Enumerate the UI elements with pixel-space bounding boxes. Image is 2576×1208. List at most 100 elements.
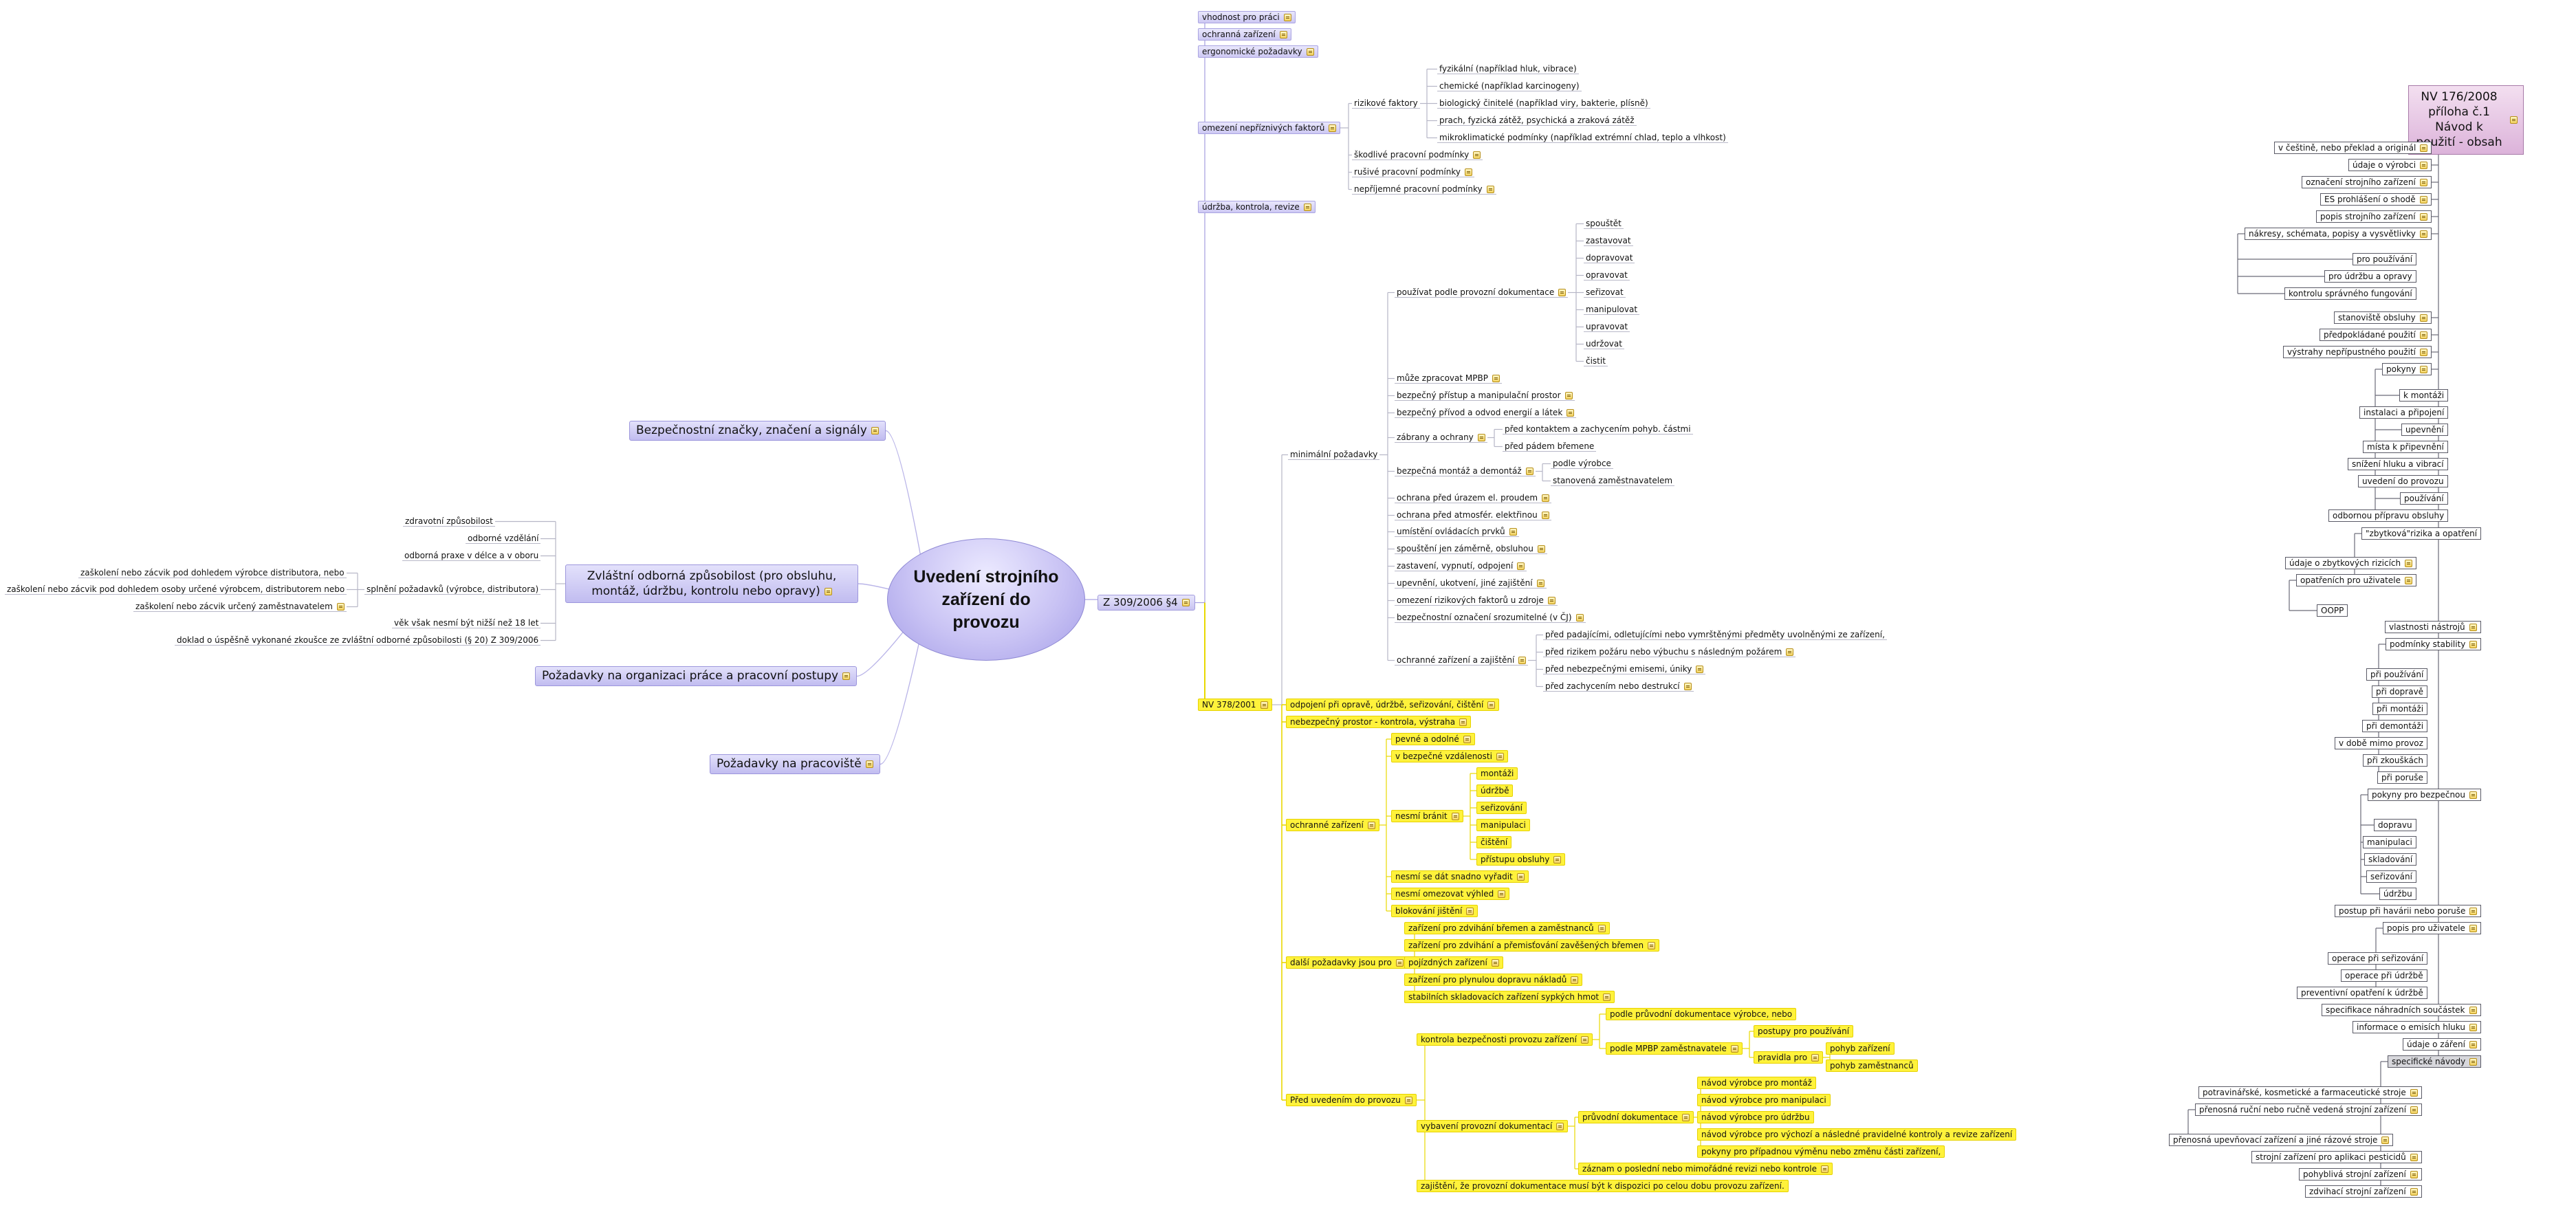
node-zarizeni-pro-zdvihani-a-premistovani-zav[interactable]: zařízení pro zdvihání a přemisťování zav… — [1404, 939, 1660, 952]
note-icon[interactable] — [1517, 562, 1525, 570]
note-icon[interactable] — [2419, 230, 2427, 238]
note-icon[interactable] — [1451, 813, 1459, 820]
note-icon[interactable] — [1516, 873, 1525, 881]
node-pohyb-zamestnancu[interactable]: pohyb zaměstnanců — [1826, 1059, 1918, 1072]
note-icon[interactable] — [2419, 196, 2427, 204]
node-manipulaci[interactable]: manipulaci — [1476, 819, 1530, 831]
node-stabilnich-skladovacich-zarizeni-sypkych[interactable]: stabilních skladovacích zařízení sypkých… — [1404, 991, 1615, 1003]
node-preventivni-opatreni-k-udrzbe[interactable]: preventivní opatření k údržbě — [2297, 987, 2427, 999]
note-icon[interactable] — [2420, 349, 2428, 356]
note-icon[interactable] — [2469, 1007, 2477, 1014]
node-odbornou-pripravu-obsluhy[interactable]: odbornou přípravu obsluhy — [2328, 509, 2449, 522]
node-potravinarske-kosmeticke-a-farmaceuticke[interactable]: potravinářské, kosmetické a farmaceutick… — [2198, 1086, 2422, 1099]
node-chemicke-napriklad-karcinogeny[interactable]: chemické (například karcinogeny) — [1437, 81, 1582, 91]
node-ochranne-zarizeni[interactable]: ochranné zařízení — [1286, 819, 1379, 831]
central-topic[interactable]: Uvedení strojního zařízení do provozu — [887, 538, 1085, 661]
note-icon[interactable] — [2469, 641, 2478, 648]
node-k-montazi[interactable]: k montáži — [2399, 389, 2449, 402]
node-zabrany-a-ochrany[interactable]: zábrany a ochrany — [1395, 432, 1487, 443]
note-icon[interactable] — [1279, 31, 1287, 39]
node-pred-padem-bremene[interactable]: před pádem břemene — [1503, 441, 1597, 452]
note-icon[interactable] — [2419, 213, 2427, 221]
note-icon[interactable] — [871, 426, 879, 435]
node-blokovani-jisteni[interactable]: blokování jištění — [1391, 905, 1478, 917]
node-pokyny[interactable]: pokyny — [2382, 363, 2432, 375]
note-icon[interactable] — [1786, 648, 1794, 656]
node-pohybliva-strojni-zarizeni[interactable]: pohyblivá strojní zařízení — [2299, 1168, 2422, 1180]
note-icon[interactable] — [1567, 409, 1575, 417]
note-icon[interactable] — [2419, 179, 2427, 186]
node-umisteni-ovladacich-prvku[interactable]: umístění ovládacích prvků — [1395, 527, 1519, 537]
node-popis-pro-uzivatele[interactable]: popis pro uživatele — [2383, 922, 2481, 934]
note-icon[interactable] — [1580, 1036, 1589, 1044]
node-skodlive-pracovni-podminky[interactable]: škodlivé pracovní podmínky — [1352, 150, 1483, 160]
node-zaskoleni-nebo-zacvik-pod-dohledem-vyrob[interactable]: zaškolení nebo zácvik pod dohledem výrob… — [78, 568, 347, 578]
node-pred-uvedenim-do-provozu[interactable]: Před uvedením do provozu — [1286, 1094, 1417, 1106]
node-postup-pri-havarii-nebo-poruse[interactable]: postup při havárii nebo poruše — [2335, 905, 2482, 917]
node-omezeni-rizikovych-faktoru-u-zdroje[interactable]: omezení rizikových faktorů u zdroje — [1395, 595, 1558, 606]
node-udrzba-kontrola-revize[interactable]: údržba, kontrola, revize — [1198, 201, 1316, 213]
note-icon[interactable] — [1564, 392, 1573, 399]
node-opravovat[interactable]: opravovat — [1584, 270, 1630, 281]
node-serizovani[interactable]: seřizování — [2366, 870, 2416, 883]
node-zvlastni-odborna-zpusobilost-pro-obsluhu[interactable]: Zvláštní odborná způsobilost (pro obsluh… — [565, 564, 858, 604]
node-nesmi-se-dat-snadno-vyradit[interactable]: nesmí se dát snadno vyřadit — [1391, 870, 1529, 883]
node-rizikove-faktory[interactable]: rizikové faktory — [1352, 98, 1420, 109]
note-icon[interactable] — [1181, 599, 1190, 606]
note-icon[interactable] — [1821, 1165, 1829, 1173]
note-icon[interactable] — [2420, 366, 2428, 373]
node-v-cestine-nebo-preklad-a-original[interactable]: v češtině, nebo překlad a originál — [2274, 142, 2432, 154]
node-fyzikalni-napriklad-hluk-vibrace[interactable]: fyzikální (například hluk, vibrace) — [1437, 64, 1579, 74]
note-icon[interactable] — [2410, 1106, 2419, 1114]
node-navod-vyrobce-pro-manipulaci[interactable]: návod výrobce pro manipulaci — [1697, 1094, 1831, 1106]
node-udrzbu[interactable]: údržbu — [2379, 888, 2416, 900]
note-icon[interactable] — [1477, 434, 1485, 441]
node-dalsi-pozadavky-jsou-pro[interactable]: další požadavky jsou pro — [1286, 956, 1408, 969]
node-minimalni-pozadavky[interactable]: minimální požadavky — [1288, 450, 1380, 460]
node-doklad-o-uspesne-vykonane-zkousce-ze-zvl[interactable]: doklad o úspěšně vykonané zkoušce ze zvl… — [175, 635, 541, 646]
node-zdvihaci-strojni-zarizeni[interactable]: zdvihací strojní zařízení — [2305, 1185, 2422, 1198]
node-pohyb-zarizeni[interactable]: pohyb zařízení — [1826, 1042, 1895, 1055]
note-icon[interactable] — [2419, 331, 2427, 339]
note-icon[interactable] — [1811, 1054, 1820, 1062]
node-serizovani[interactable]: seřizování — [1476, 802, 1527, 814]
node-pozadavky-na-organizaci-prace-a-pracovni[interactable]: Požadavky na organizaci práce a pracovní… — [535, 666, 858, 686]
node-udrzbe[interactable]: údržbě — [1476, 784, 1514, 797]
node-podminky-stability[interactable]: podmínky stability — [2386, 638, 2482, 650]
node-z-309-2006-4[interactable]: Z 309/2006 §4 — [1098, 595, 1195, 611]
note-icon[interactable] — [1487, 701, 1496, 709]
node-pri-demontazi[interactable]: při demontáži — [2362, 720, 2428, 732]
note-icon[interactable] — [1491, 959, 1499, 967]
node-bezpecny-privod-a-odvod-energii-a-latek[interactable]: bezpečný přívod a odvod energií a látek — [1395, 408, 1577, 418]
node-v-bezpecne-vzdalenosti[interactable]: v bezpečné vzdálenosti — [1391, 750, 1508, 762]
node-pouzivani[interactable]: používání — [2400, 492, 2448, 505]
node-pred-kontaktem-a-zachycenim-pohyb-castmi[interactable]: před kontaktem a zachycením pohyb. částm… — [1503, 424, 1693, 435]
node-upevneni[interactable]: upevnění — [2401, 424, 2448, 436]
node-es-prohlaseni-o-shode[interactable]: ES prohlášení o shodě — [2320, 193, 2432, 206]
node-uvedeni-do-provozu[interactable]: uvedení do provozu — [2358, 475, 2448, 487]
note-icon[interactable] — [1306, 48, 1314, 56]
note-icon[interactable] — [2420, 144, 2428, 152]
node-predpokladane-pouziti[interactable]: předpokládané použití — [2320, 329, 2432, 341]
note-icon[interactable] — [2410, 1089, 2418, 1097]
node-vek-vsak-nesmi-byt-nizsi-nez-18-let[interactable]: věk však nesmí být nižší než 18 let — [392, 618, 541, 628]
node-splneni-pozadavku-vyrobce-distributora[interactable]: splnění požadavků (výrobce, distributora… — [364, 584, 541, 595]
note-icon[interactable] — [865, 760, 873, 768]
note-icon[interactable] — [1597, 925, 1606, 932]
note-icon[interactable] — [1283, 14, 1291, 21]
node-spousteni-jen-zamerne-obsluhou[interactable]: spouštění jen záměrně, obsluhou — [1395, 544, 1547, 554]
node-stanoviste-obsluhy[interactable]: stanoviště obsluhy — [2334, 311, 2432, 324]
node-specifikace-nahradnich-soucastek[interactable]: specifikace náhradních součástek — [2322, 1004, 2481, 1016]
node-dopravu[interactable]: dopravu — [2374, 819, 2416, 831]
node-oznaceni-strojniho-zarizeni[interactable]: označení strojního zařízení — [2302, 176, 2432, 188]
node-specificke-navody[interactable]: specifické návody — [2388, 1055, 2482, 1068]
note-icon[interactable] — [2410, 1154, 2418, 1161]
note-icon[interactable] — [2510, 116, 2518, 124]
note-icon[interactable] — [1547, 597, 1556, 604]
note-icon[interactable] — [1509, 528, 1517, 536]
node-zajisteni-ze-provozni-dokumentace-musi-b[interactable]: zajištění, že provozní dokumentace musí … — [1417, 1180, 1789, 1192]
node-manipulaci[interactable]: manipulaci — [2363, 836, 2416, 848]
node-odborna-praxe-v-delce-a-v-oboru[interactable]: odborná praxe v délce a v oboru — [402, 551, 541, 561]
note-icon[interactable] — [1603, 993, 1611, 1001]
node-zastaveni-vypnuti-odpojeni[interactable]: zastavení, vypnutí, odpojení — [1395, 561, 1527, 571]
